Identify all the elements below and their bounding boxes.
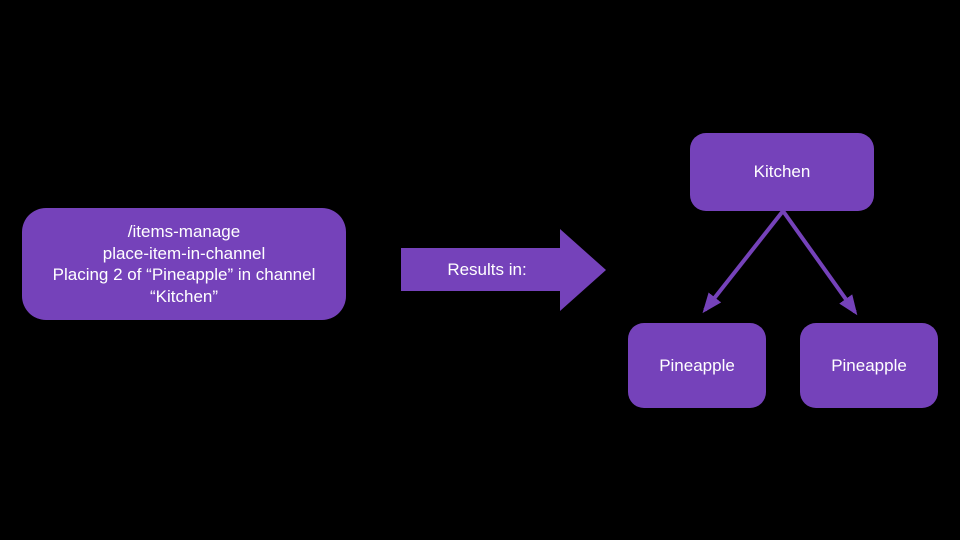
node-pineapple-2-label: Pineapple (831, 355, 907, 375)
command-line-2: place-item-in-channel (102, 243, 266, 263)
command-line-1: /items-manage (127, 222, 241, 241)
command-line-3: Placing 2 of “Pineapple” in channel (52, 265, 316, 284)
command-card: /items-manage place-item-in-channel Plac… (22, 208, 346, 320)
command-line-4: “Kitchen” (149, 286, 219, 306)
node-pineapple-1-label: Pineapple (659, 355, 735, 375)
node-kitchen-label: Kitchen (753, 162, 811, 181)
node-pineapple-2: Pineapple (800, 323, 938, 408)
node-kitchen: Kitchen (690, 133, 874, 211)
connector-kitchen-to-pineapple-1 (702, 209, 785, 314)
node-pineapple-1: Pineapple (628, 323, 766, 408)
connector-kitchen-to-pineapple-2 (781, 209, 858, 316)
results-arrow-label: Results in: (447, 259, 527, 279)
